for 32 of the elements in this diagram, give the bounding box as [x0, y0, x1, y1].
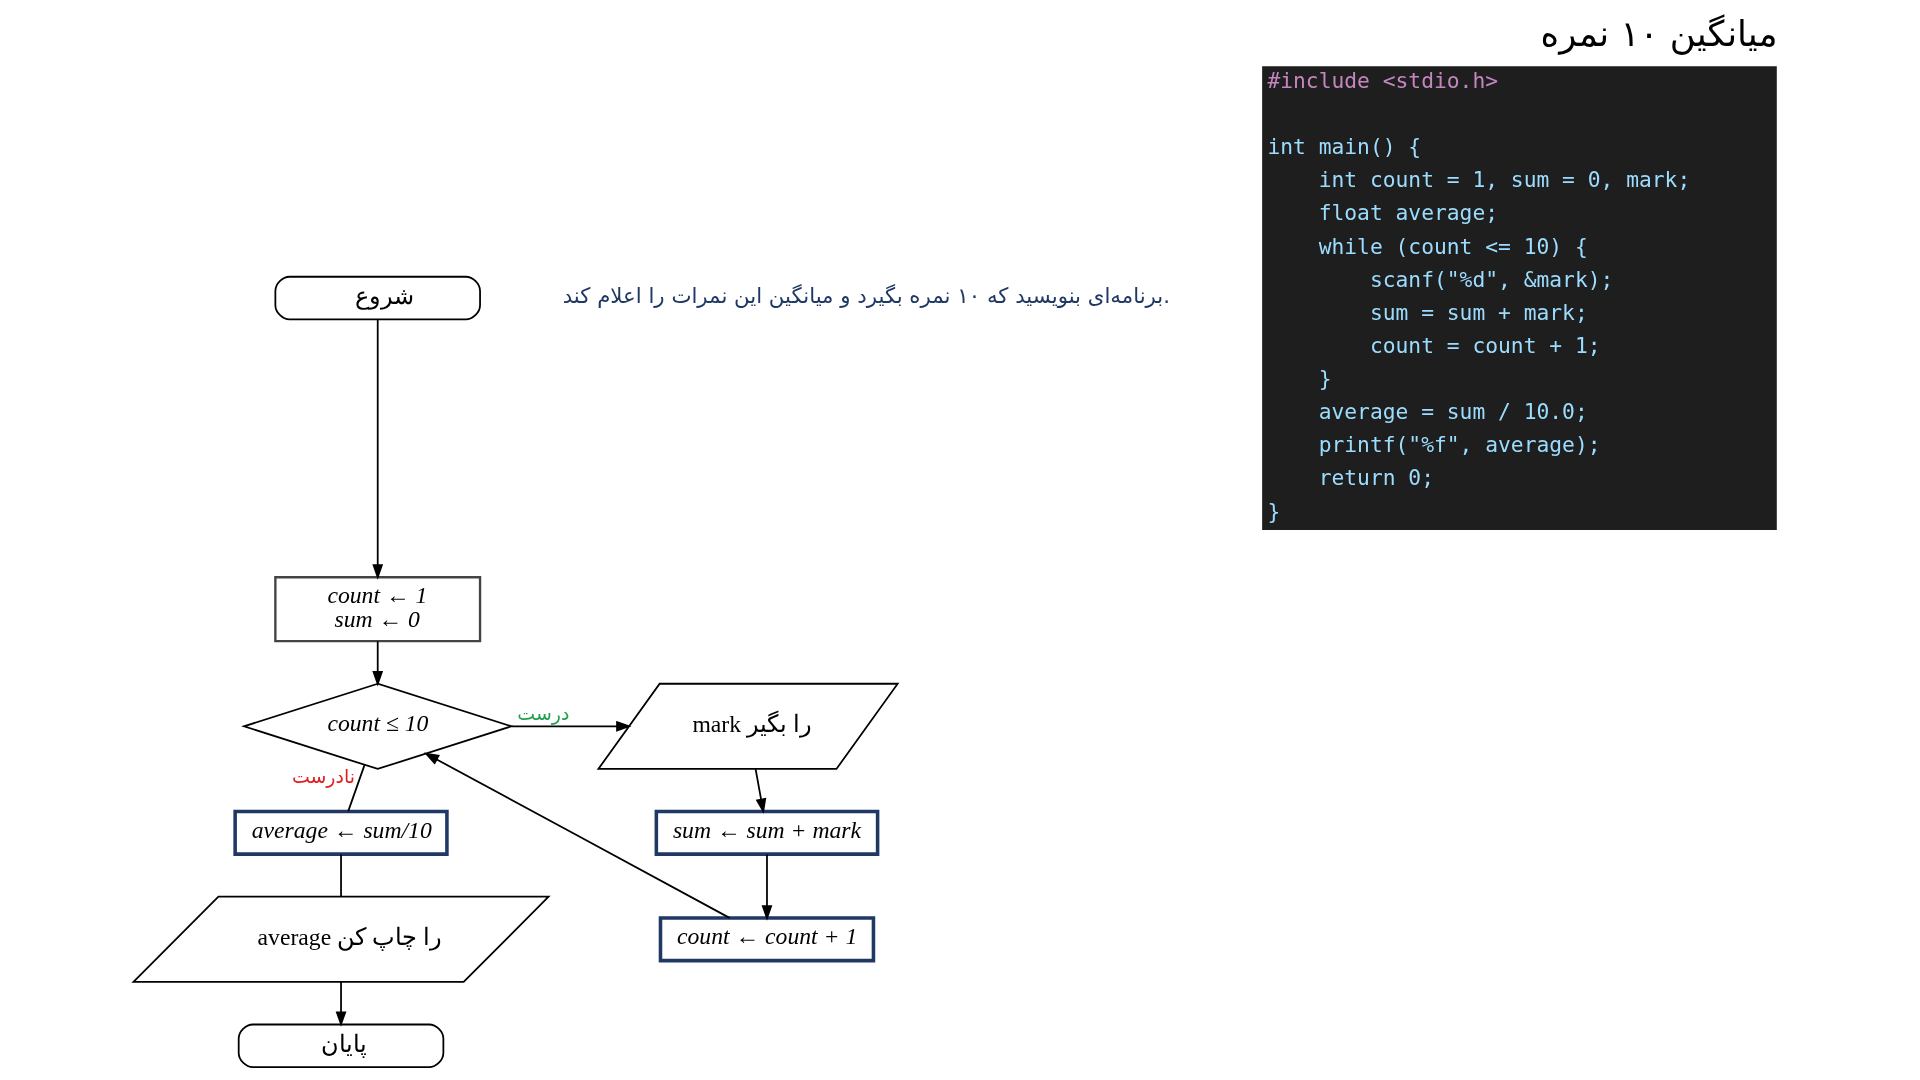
label: برنامه‌ای بنویسید که ۱۰ نمره بگیرد و میانگین این نمرات را اعلام کند. — [562, 283, 1171, 309]
label: printf("%f", average); — [1318, 432, 1601, 458]
diagram-title: میانگین ۱۰ نمره — [1540, 13, 1778, 55]
node-diamond: count ≤ 10 — [241, 682, 515, 770]
label: #include <stdio.h> — [1267, 67, 1499, 93]
arrow — [335, 981, 347, 1027]
node-box: average ← sum/10 — [233, 809, 449, 856]
node-box: count ← 1 sum ← 0 — [274, 576, 482, 643]
arrow — [761, 853, 773, 921]
arrow — [423, 752, 731, 919]
label: int main() { — [1267, 134, 1422, 160]
label: } — [1318, 366, 1332, 392]
node-box: پایان — [237, 1023, 445, 1068]
node-box: count ← count + 1 — [658, 916, 876, 963]
connector — [347, 764, 366, 813]
edge-label: درست — [517, 702, 570, 725]
arrow — [510, 720, 632, 732]
arrow — [372, 640, 384, 687]
node-box: شروع — [274, 275, 481, 321]
label: int count = 1, sum = 0, mark; — [1318, 167, 1691, 193]
label: return 0; — [1318, 465, 1435, 491]
label: float average; — [1318, 200, 1499, 226]
arrow — [754, 768, 767, 814]
label: count = count + 1; — [1369, 332, 1601, 358]
label: } — [1267, 498, 1281, 524]
label: average = sum / 10.0; — [1318, 399, 1588, 425]
label: while (count <= 10) { — [1318, 233, 1588, 259]
connector — [340, 853, 342, 898]
label: scanf("%d", &mark); — [1369, 266, 1614, 292]
node-box: sum ← sum + mark — [654, 809, 880, 856]
label: sum = sum + mark; — [1369, 299, 1588, 325]
arrow — [372, 318, 384, 580]
